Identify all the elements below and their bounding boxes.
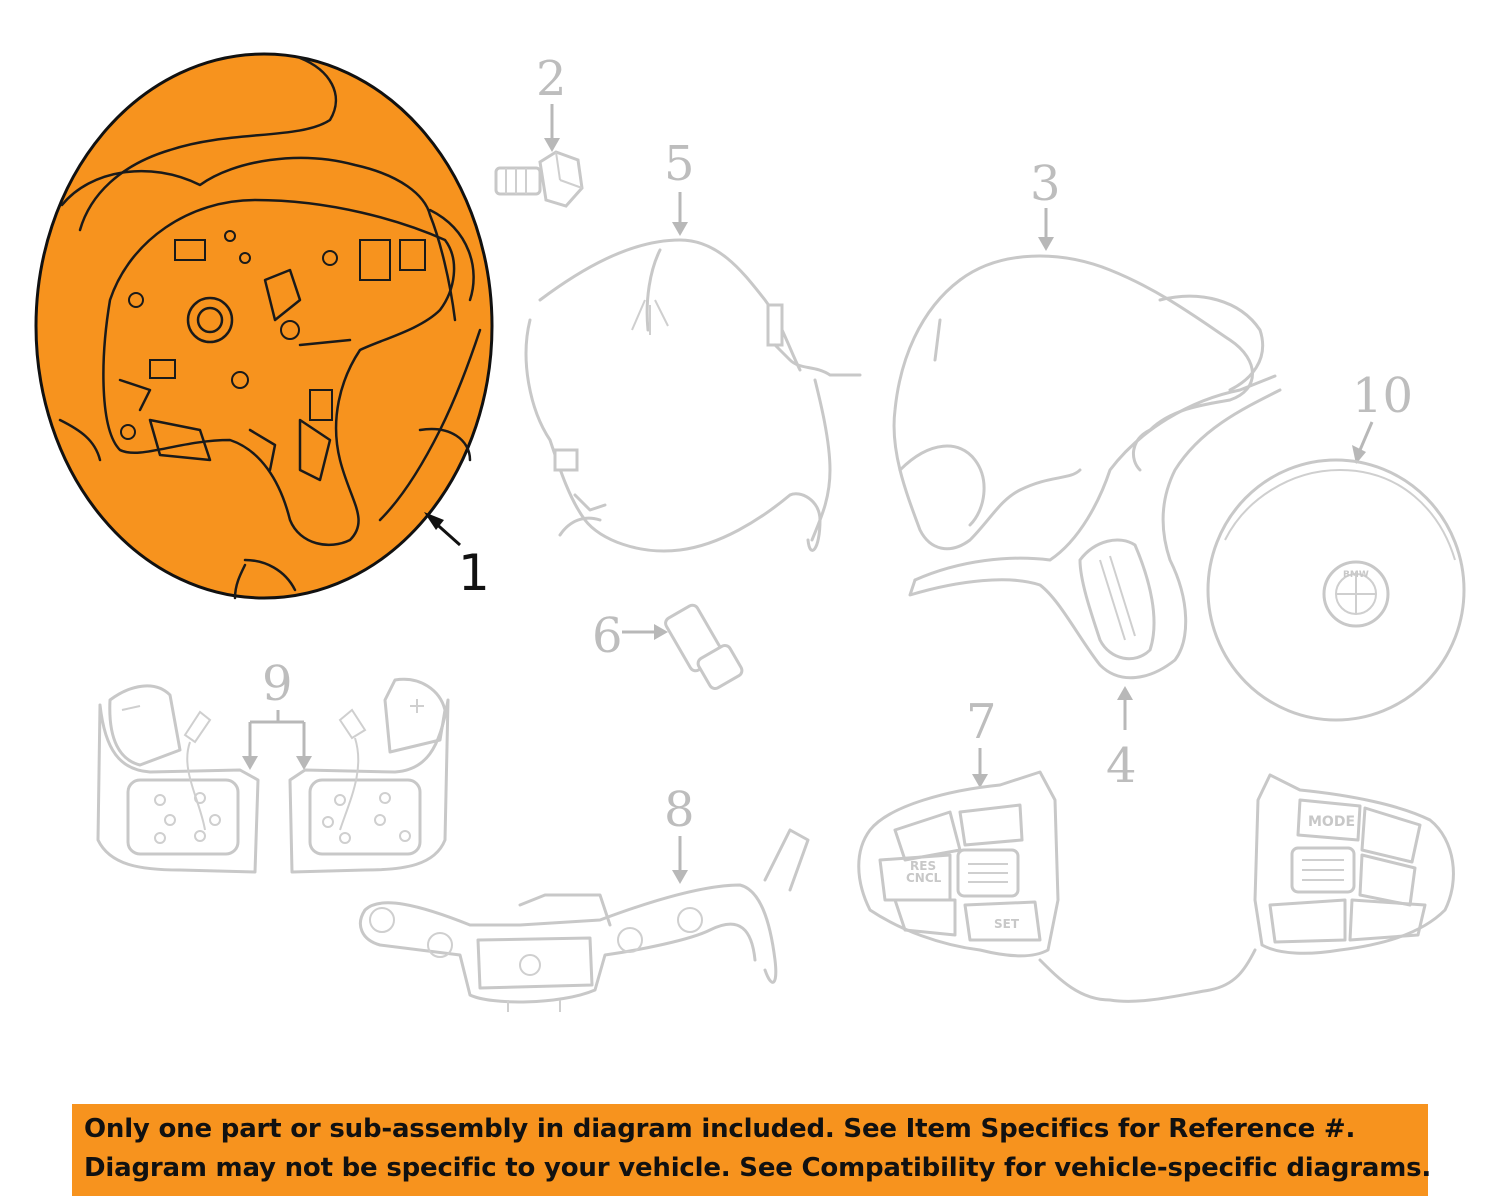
disclaimer-banner: Only one part or sub-assembly in diagram… — [72, 1104, 1432, 1196]
airbag-part: 10 BMW — [1206, 368, 1466, 722]
parts-diagram: 1 2 5 6 3 — [34, 51, 1466, 1012]
disclaimer-line-1: Only one part or sub-assembly in diagram… — [84, 1114, 1356, 1144]
paddle-switches-part: 9 — [96, 656, 450, 874]
switch-bracket-part: 8 — [359, 782, 810, 1012]
svg-text:4: 4 — [1106, 738, 1137, 794]
disclaimer-line-2: Diagram may not be specific to your vehi… — [84, 1153, 1432, 1183]
svg-text:MODE: MODE — [1308, 814, 1355, 830]
wiring-harness-part: 5 — [524, 136, 862, 553]
svg-text:5: 5 — [664, 136, 695, 192]
svg-text:CNCL: CNCL — [906, 871, 942, 885]
bolt-part: 2 — [494, 51, 584, 208]
svg-text:2: 2 — [536, 51, 567, 107]
svg-text:BMW: BMW — [1343, 570, 1369, 580]
svg-text:SET: SET — [994, 917, 1020, 931]
connector-part: 6 — [592, 603, 744, 691]
callout-1: 1 — [424, 512, 490, 602]
trim-cover-part: 3 — [892, 156, 1265, 551]
mfl-switch-part: 7 RES CNCL SET MODE — [857, 694, 1455, 1003]
lower-cover-part: 4 — [908, 374, 1282, 794]
svg-text:1: 1 — [458, 544, 490, 602]
svg-text:10: 10 — [1352, 368, 1413, 424]
svg-text:6: 6 — [592, 608, 623, 664]
svg-text:3: 3 — [1030, 156, 1061, 212]
steering-wheel-part[interactable] — [34, 52, 494, 600]
svg-text:8: 8 — [664, 782, 695, 838]
svg-text:RES: RES — [910, 859, 936, 873]
svg-text:9: 9 — [262, 656, 293, 712]
svg-text:7: 7 — [966, 694, 997, 750]
